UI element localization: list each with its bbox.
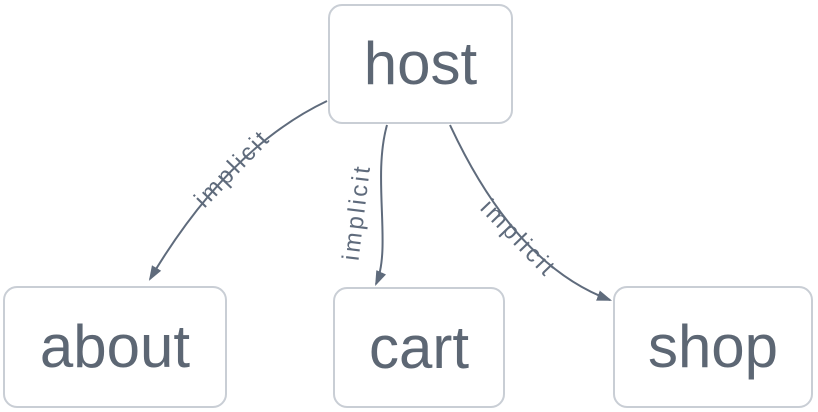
edge-host-about xyxy=(148,100,328,281)
edge-host-cart xyxy=(375,124,388,286)
edge-host-about-label: implicit xyxy=(189,124,276,213)
graph-node-cart-label: cart xyxy=(368,313,470,381)
graph-node-cart[interactable]: cart xyxy=(333,287,505,408)
graph-node-about[interactable]: about xyxy=(3,286,227,408)
graph-node-shop[interactable]: shop xyxy=(613,286,813,408)
edge-host-shop-label: implicit xyxy=(475,194,562,283)
graph-node-shop-label: shop xyxy=(647,313,779,380)
edge-host-shop xyxy=(449,124,613,301)
graph-node-about-label: about xyxy=(39,313,191,380)
edge-host-cart-label: implicit xyxy=(338,162,377,262)
graph-node-host-label: host xyxy=(363,30,478,97)
graph-node-host[interactable]: host xyxy=(328,4,513,124)
